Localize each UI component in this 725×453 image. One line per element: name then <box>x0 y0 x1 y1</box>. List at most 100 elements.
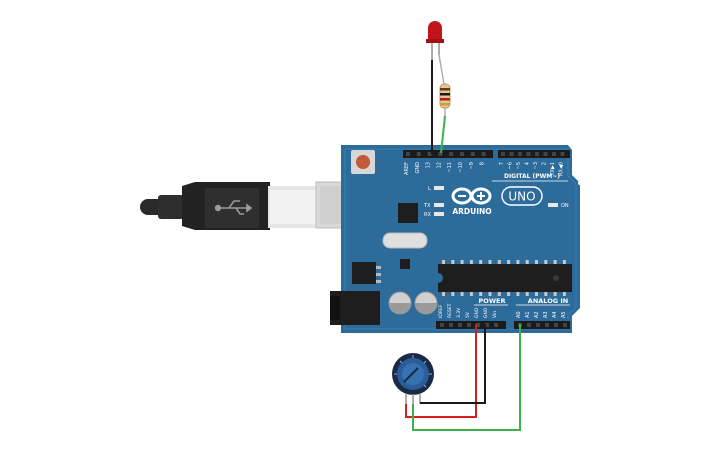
analog-pin-socket[interactable] <box>563 323 567 327</box>
digital-pin-label: 2 <box>542 162 548 165</box>
chip-pin <box>507 292 511 296</box>
wire-led-ground[interactable] <box>431 60 434 154</box>
wire-pot-5v[interactable] <box>405 324 477 418</box>
analog-pin-label: A5 <box>561 311 567 318</box>
wire-pot-a0[interactable] <box>412 324 521 431</box>
reset-button[interactable] <box>351 150 375 174</box>
digital-pin-socket[interactable] <box>438 152 443 156</box>
led-on-label: ON <box>561 203 569 209</box>
arduino-logo: ARDUINO <box>451 187 492 216</box>
led-l-label: L <box>428 186 431 192</box>
digital-header-left <box>403 150 493 158</box>
analog-pin-label: A3 <box>543 311 549 318</box>
digital-pin-socket[interactable] <box>560 152 565 156</box>
chip-pin <box>544 292 548 296</box>
digital-pin-label: ~10 <box>458 162 464 173</box>
power-pin-label: GND <box>474 307 480 318</box>
digital-pin-label: TX▶1 <box>550 162 556 177</box>
chip-pin <box>535 260 538 264</box>
analog-pin-socket[interactable] <box>527 323 531 327</box>
power-pin-socket[interactable] <box>476 323 480 327</box>
digital-pin-label: 12 <box>436 162 442 168</box>
chip-pin <box>469 260 473 264</box>
digital-pin-socket[interactable] <box>552 152 556 156</box>
microcontroller-chip <box>438 260 572 296</box>
chip-pin <box>562 292 566 296</box>
led[interactable] <box>426 21 444 60</box>
digital-pin-socket[interactable] <box>526 152 531 156</box>
capacitor-1 <box>388 291 412 315</box>
digital-pin-socket[interactable] <box>501 152 505 156</box>
digital-pin-socket[interactable] <box>416 152 421 156</box>
power-pin-socket[interactable] <box>440 323 444 327</box>
chip-pin <box>525 260 529 264</box>
analog-pin-label: A2 <box>534 311 540 318</box>
chip-pin <box>488 260 492 264</box>
analog-header-label: ANALOG IN <box>528 297 568 305</box>
led-rx-label: RX <box>424 212 431 218</box>
chip-pin <box>497 292 501 296</box>
power-pin-socket[interactable] <box>467 323 471 327</box>
chip-pin <box>460 260 464 264</box>
crystal <box>382 232 428 249</box>
power-pin-label: 3.3V <box>456 307 462 318</box>
power-pin-label: GND <box>483 307 489 318</box>
digital-pin-socket[interactable] <box>427 152 432 156</box>
digital-pin-socket[interactable] <box>535 152 539 156</box>
wire-pot-ground[interactable] <box>420 324 486 404</box>
resistor[interactable] <box>438 54 451 116</box>
potentiometer-ticks <box>394 355 432 388</box>
digital-pin-socket[interactable] <box>518 152 522 156</box>
digital-pin-label: 13 <box>426 162 432 168</box>
chip-pin <box>460 292 464 296</box>
power-pin-label: IOREF <box>438 304 444 318</box>
digital-pin-socket[interactable] <box>543 152 548 156</box>
chip-pin <box>516 292 520 296</box>
digital-pin-label: 7 <box>499 162 505 165</box>
power-pin-socket[interactable] <box>494 323 498 327</box>
power-pin-label: RESET <box>447 303 453 318</box>
power-pin-label: Vin <box>492 311 498 318</box>
chip-pin <box>507 260 511 264</box>
digital-pin-socket[interactable] <box>481 152 486 156</box>
digital-pin-socket[interactable] <box>449 152 454 156</box>
potentiometer[interactable] <box>392 353 434 404</box>
chip-pin <box>442 260 445 264</box>
digital-pin-label: ~9 <box>469 162 475 169</box>
wire-led-pin13[interactable] <box>440 115 446 154</box>
chip-pin <box>488 292 492 296</box>
digital-pin-socket[interactable] <box>406 152 410 156</box>
digital-pin-socket[interactable] <box>460 152 464 156</box>
chip-pin <box>544 260 548 264</box>
digital-pin-socket[interactable] <box>470 152 475 156</box>
digital-pin-label: ~6 <box>508 162 514 169</box>
analog-pin-label: A4 <box>552 311 558 318</box>
digital-header-label: DIGITAL (PWM~) <box>504 173 560 180</box>
led-tx-label: TX <box>423 203 431 209</box>
voltage-regulator <box>352 262 381 284</box>
digital-header-right <box>498 150 570 158</box>
analog-pin-socket[interactable] <box>554 323 558 327</box>
capacitor-2 <box>414 291 438 315</box>
power-pin-socket[interactable] <box>458 323 462 327</box>
chip-pin <box>516 260 520 264</box>
digital-pin-label: 8 <box>480 162 486 165</box>
status-leds: L TX RX ON <box>423 186 569 218</box>
chip-pin <box>535 292 538 296</box>
power-pin-socket[interactable] <box>449 323 453 327</box>
power-pin-socket[interactable] <box>485 323 489 327</box>
usb-chip <box>398 203 418 223</box>
analog-pin-socket[interactable] <box>536 323 540 327</box>
digital-pin-label: ~11 <box>447 162 453 173</box>
digital-pin-socket[interactable] <box>509 152 514 156</box>
usb-cable[interactable] <box>140 181 375 230</box>
chip-pin <box>469 292 473 296</box>
chip-pin <box>451 292 455 296</box>
analog-pin-socket[interactable] <box>545 323 549 327</box>
chip-pin <box>497 260 501 264</box>
digital-pin-label: GND <box>415 162 421 174</box>
